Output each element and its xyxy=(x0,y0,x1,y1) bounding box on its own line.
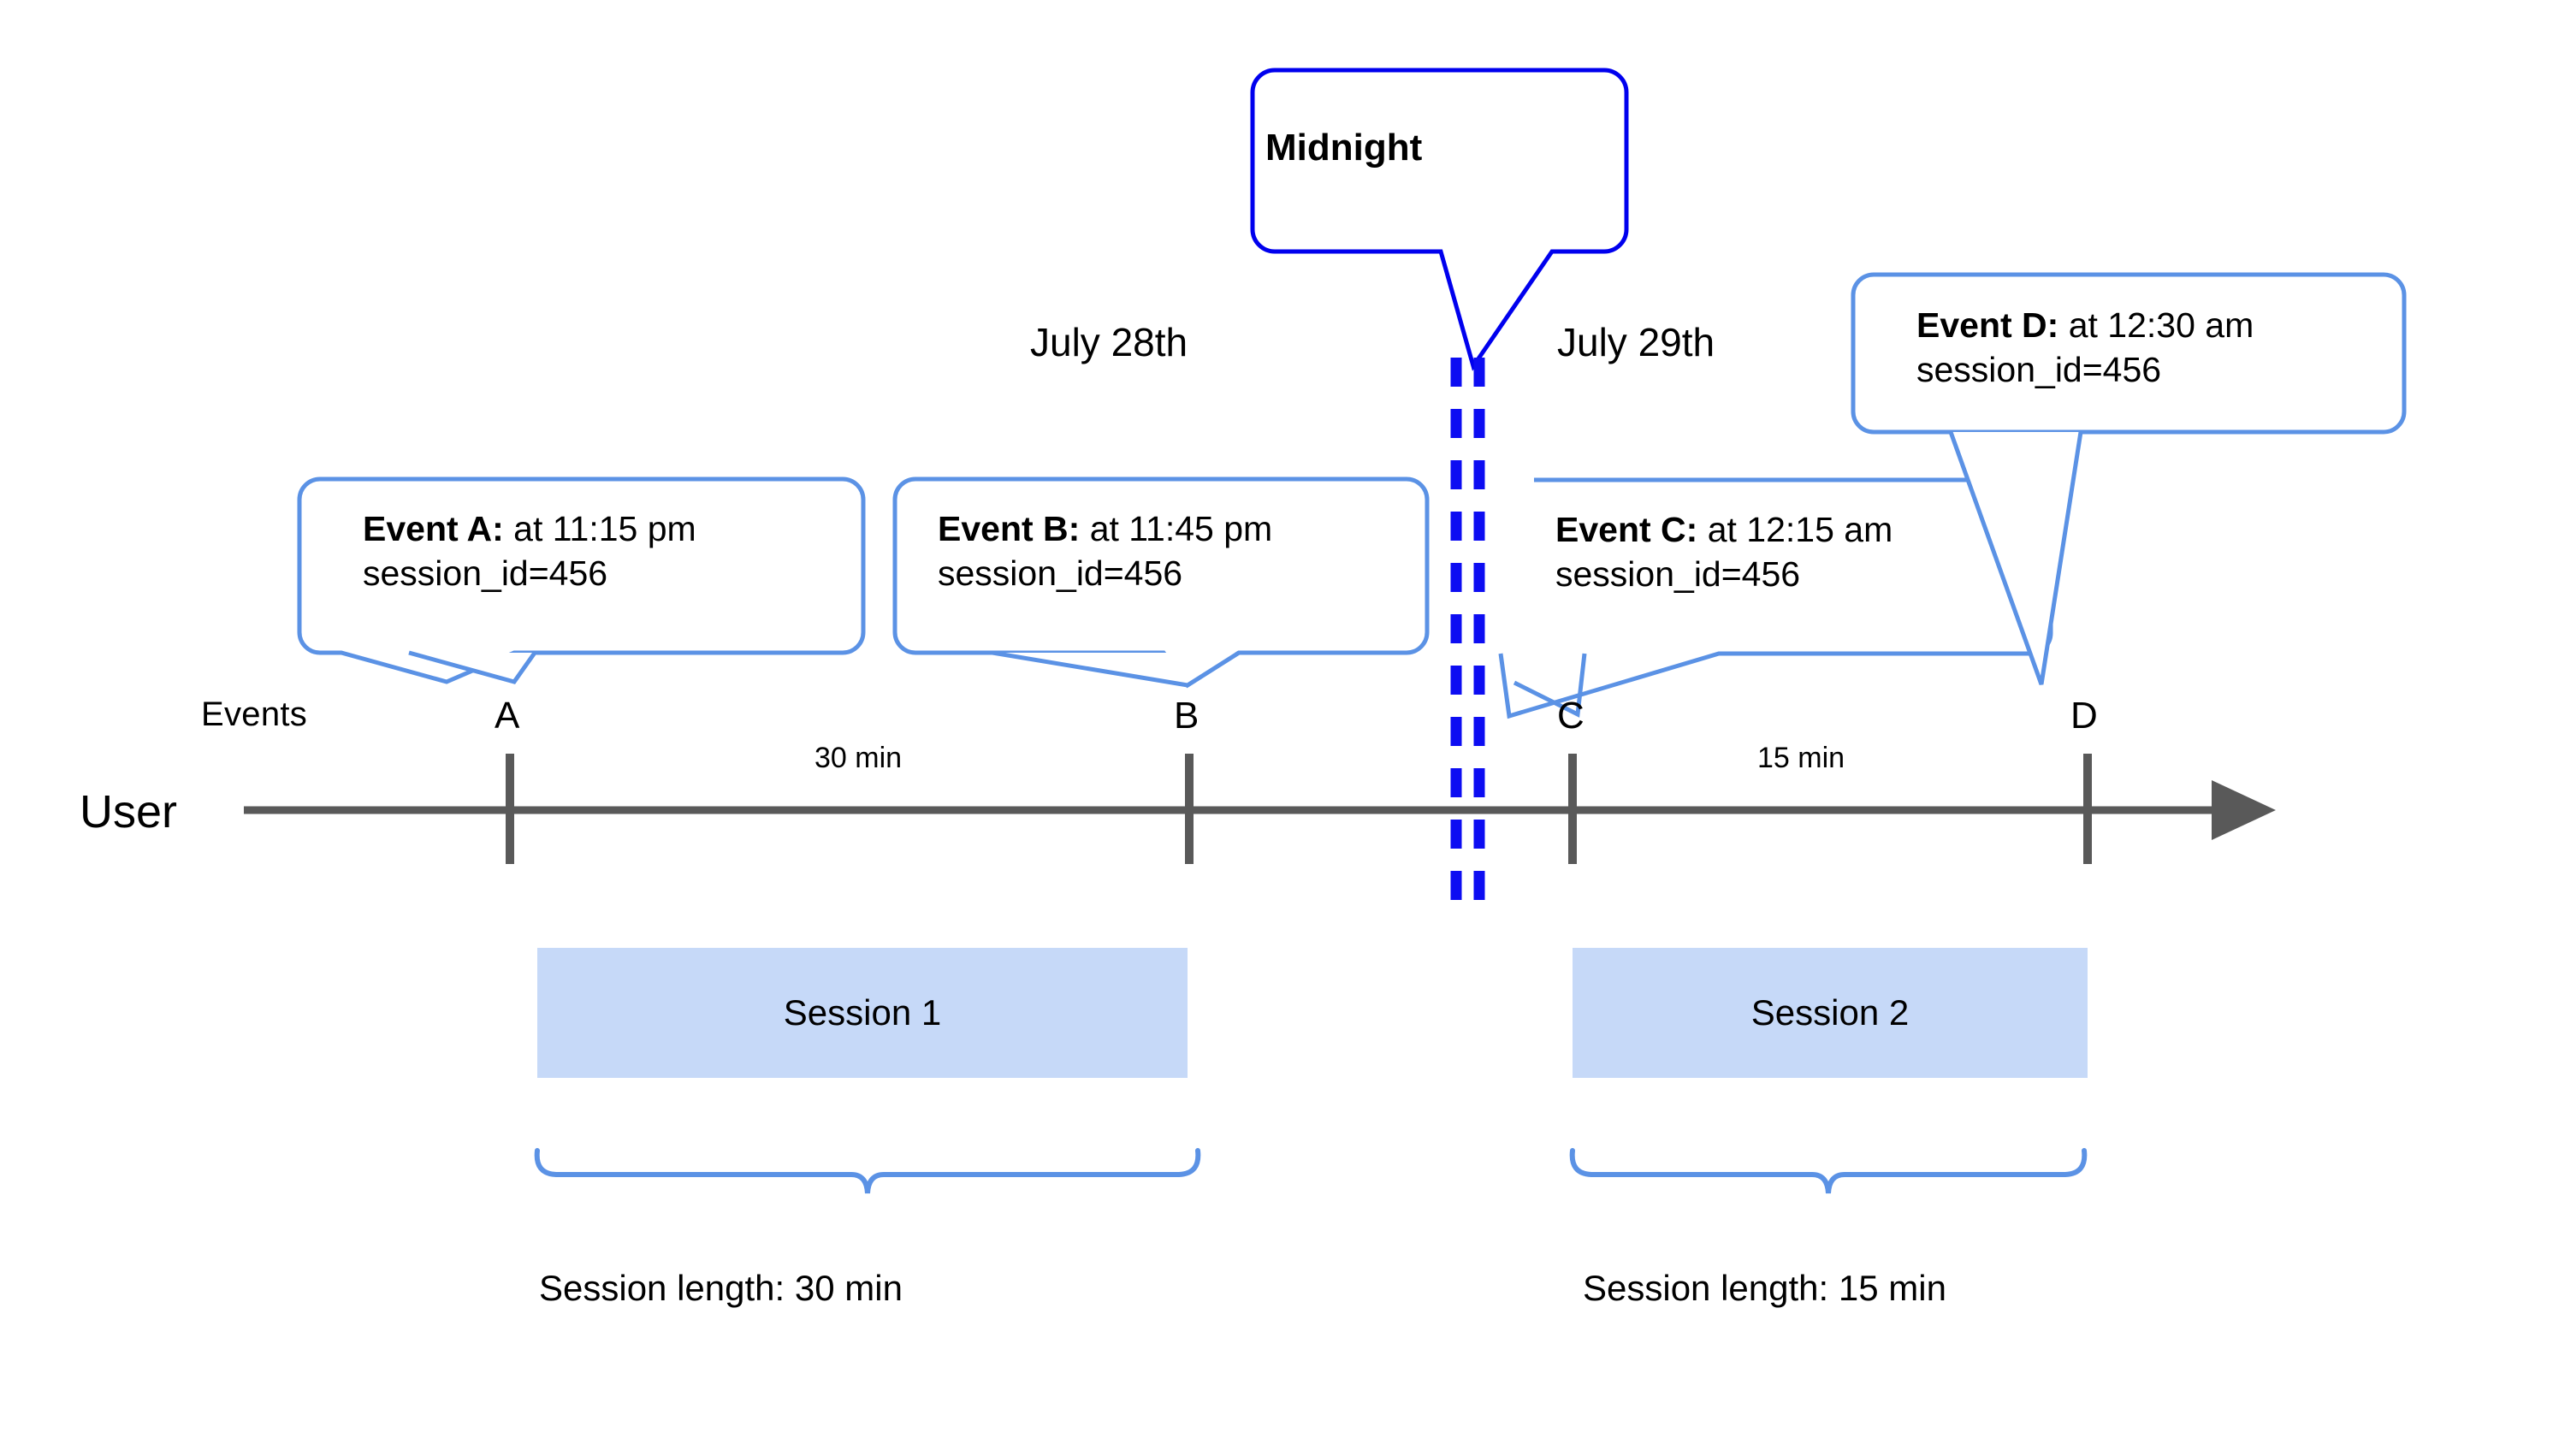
session-1-box: Session 1 xyxy=(537,948,1188,1078)
event-d-callout-text: Event D: at 12:30 am session_id=456 xyxy=(1916,303,2254,393)
event-c-callout-text: Event C: at 12:15 am session_id=456 xyxy=(1555,507,1893,597)
event-b-bold-label: Event B: xyxy=(938,509,1081,548)
tick-label-a: A xyxy=(495,695,520,737)
timeline-arrow-head xyxy=(2212,780,2276,840)
event-a-session-id: session_id=456 xyxy=(363,553,608,594)
event-b-session-id: session_id=456 xyxy=(938,553,1183,594)
session-1-brace xyxy=(534,1148,1201,1194)
tick-label-c: C xyxy=(1557,695,1585,737)
session-1-label: Session 1 xyxy=(783,992,942,1033)
event-d-session-id: session_id=456 xyxy=(1916,350,2162,390)
event-c-bold-label: Event C: xyxy=(1555,510,1698,549)
session-2-length-label: Session length: 15 min xyxy=(1583,1268,1946,1308)
event-a-tail xyxy=(408,650,537,684)
event-c-session-id: session_id=456 xyxy=(1555,554,1801,595)
event-d-time: at 12:30 am xyxy=(2058,305,2254,345)
midnight-label: Midnight xyxy=(1265,127,1423,169)
event-c-time: at 12:15 am xyxy=(1697,510,1893,549)
session-2-brace xyxy=(1569,1148,2088,1194)
session-1-length-label: Session length: 30 min xyxy=(539,1268,903,1308)
event-b-time: at 11:45 pm xyxy=(1080,509,1273,548)
event-d-bold-label: Event D: xyxy=(1916,305,2059,345)
session-2-label: Session 2 xyxy=(1750,992,1910,1033)
user-axis-label: User xyxy=(80,786,178,837)
tick-label-b: B xyxy=(1174,695,1199,737)
events-row-label: Events xyxy=(201,695,308,733)
event-d-tail xyxy=(1948,431,2083,685)
date-label-july-29: July 29th xyxy=(1557,320,1715,364)
event-b-callout-text: Event B: at 11:45 pm session_id=456 xyxy=(938,506,1272,596)
event-a-bold-label: Event A: xyxy=(363,509,504,548)
tick-label-d: D xyxy=(2070,695,2098,737)
duration-label-30-min: 30 min xyxy=(814,742,903,774)
event-b-tail xyxy=(992,650,1241,688)
duration-label-15-min: 15 min xyxy=(1757,742,1845,774)
event-a-time: at 11:15 pm xyxy=(503,509,696,548)
event-a-callout-text: Event A: at 11:15 pm session_id=456 xyxy=(363,506,696,596)
date-label-july-28: July 28th xyxy=(1030,320,1188,364)
session-2-box: Session 2 xyxy=(1573,948,2088,1078)
